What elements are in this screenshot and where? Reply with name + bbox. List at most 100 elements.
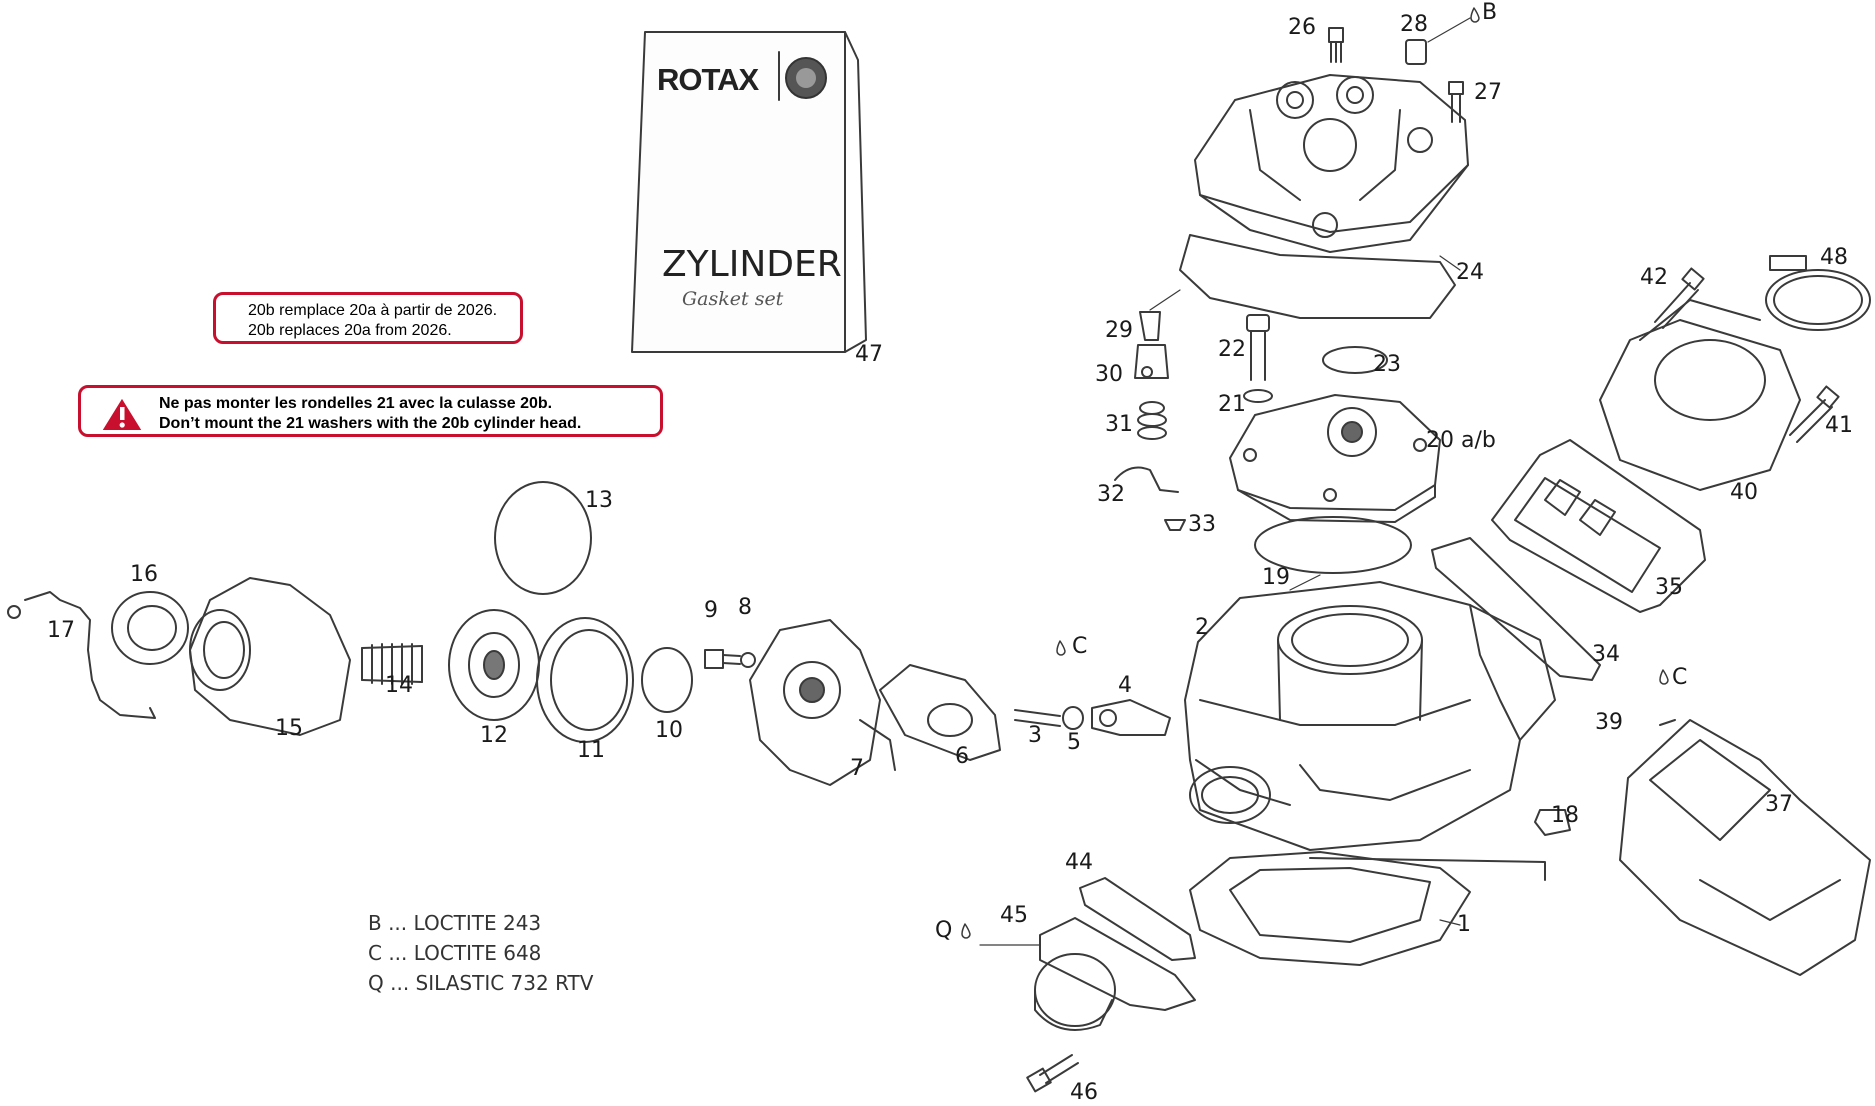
head-cover-o-ring-24	[1179, 234, 1456, 319]
base-gasket-inner	[1229, 867, 1431, 943]
part-label-7: 7	[850, 756, 864, 781]
part-label-13: 13	[585, 488, 613, 513]
part-label-37: 37	[1765, 792, 1793, 817]
part-label-5: 5	[1067, 730, 1081, 755]
gasket-44	[1079, 877, 1196, 961]
pin-9	[704, 649, 741, 669]
part-label-46: 46	[1070, 1080, 1098, 1105]
part-label-29: 29	[1105, 318, 1133, 343]
intake-manifold-40	[1599, 299, 1801, 491]
cover-15	[189, 577, 351, 736]
part-label-6: 6	[955, 744, 969, 769]
part-label-35: 35	[1655, 575, 1683, 600]
pump-cover-11	[536, 617, 634, 743]
part-label-27: 27	[1474, 80, 1502, 105]
intake-flange-45	[1034, 917, 1196, 1031]
part-label-21: 21	[1218, 392, 1246, 417]
part-label-10: 10	[655, 718, 683, 743]
leader-lines	[979, 17, 1471, 946]
pump-housing-7	[749, 619, 896, 786]
part-label-34: 34	[1592, 642, 1620, 667]
part-label-26: 26	[1288, 15, 1316, 40]
adhesive-mark-c-1: C	[1072, 634, 1088, 659]
part-label-15: 15	[275, 716, 303, 741]
part-label-44: 44	[1065, 850, 1093, 875]
spring-14	[361, 643, 423, 685]
part-label-8: 8	[738, 595, 752, 620]
warning-note: Ne pas monter les rondelles 21 avec la c…	[78, 385, 663, 437]
part-label-16: 16	[130, 562, 158, 587]
o-ring-10	[641, 647, 693, 713]
part-label-33: 33	[1188, 512, 1216, 537]
part-label-30: 30	[1095, 362, 1123, 387]
warning-note-line-2: Don’t mount the 21 washers with the 20b …	[159, 415, 582, 432]
part-label-4: 4	[1118, 673, 1132, 698]
part-label-3: 3	[1028, 723, 1042, 748]
reed-valve-37	[1619, 719, 1871, 976]
booklet-brand: ROTAX	[657, 62, 759, 97]
legend-item-c: C ... LOCTITE 648	[368, 941, 542, 965]
seal-16	[111, 591, 189, 665]
part-label-47: 47	[855, 342, 883, 367]
replacement-note: 20b remplace 20a à partir de 2026. 20b r…	[213, 292, 523, 344]
replacement-note-line-1: 20b remplace 20a à partir de 2026.	[248, 302, 498, 319]
washer-8	[740, 652, 756, 668]
reed-valve-35	[1491, 439, 1706, 613]
sensor-parts	[1114, 311, 1186, 531]
adhesive-legend: B ... LOCTITE 243 C ... LOCTITE 648 Q ..…	[368, 908, 593, 998]
shaft-3	[1014, 709, 1061, 727]
screw-46	[1026, 1054, 1079, 1093]
part-label-24: 24	[1456, 260, 1484, 285]
part-label-12: 12	[480, 723, 508, 748]
lever-4	[1091, 699, 1171, 736]
part-label-19: 19	[1262, 565, 1290, 590]
adhesive-mark-b: B	[1482, 0, 1498, 25]
screw-22	[1246, 314, 1270, 381]
cylinder	[1184, 581, 1556, 851]
o-ring-23	[1322, 346, 1388, 374]
screws-41-42	[1654, 267, 1840, 443]
part-label-2: 2	[1195, 615, 1209, 640]
part-label-31: 31	[1105, 412, 1133, 437]
part-label-9: 9	[704, 598, 718, 623]
nut-18	[1534, 809, 1571, 836]
gasket-set-booklet	[631, 31, 867, 353]
washer-21	[1243, 389, 1273, 403]
part-label-39: 39	[1595, 710, 1623, 735]
o-ring-13	[494, 481, 592, 595]
legend-item-b: B ... LOCTITE 243	[368, 911, 542, 935]
wire-clip-17	[7, 591, 156, 719]
part-label-17: 17	[47, 618, 75, 643]
part-label-45: 45	[1000, 903, 1028, 928]
adhesive-drop-marks	[961, 7, 1669, 939]
part-label-40: 40	[1730, 480, 1758, 505]
part-label-22: 22	[1218, 337, 1246, 362]
cylinder-head	[1229, 394, 1441, 523]
adhesive-mark-c-2: C	[1672, 665, 1688, 690]
part-label-48: 48	[1820, 245, 1848, 270]
washer-5	[1062, 706, 1084, 730]
cylinder-head-cover	[1194, 74, 1469, 253]
gasket-6	[879, 664, 1001, 761]
part-label-41: 41	[1825, 413, 1853, 438]
part-label-23: 23	[1373, 352, 1401, 377]
part-label-28: 28	[1400, 12, 1428, 37]
washer-39	[1659, 719, 1676, 726]
warning-note-line-1: Ne pas monter les rondelles 21 avec la c…	[159, 395, 553, 412]
adhesive-mark-q: Q	[935, 918, 953, 943]
part-label-1: 1	[1457, 912, 1471, 937]
part-label-18: 18	[1551, 803, 1579, 828]
legend-item-q: Q ... SILASTIC 732 RTV	[368, 971, 594, 995]
booklet-subtitle: Gasket set	[682, 288, 784, 310]
replacement-note-line-2: 20b replaces 20a from 2026.	[248, 322, 452, 339]
gasket-34	[1431, 537, 1601, 681]
warning-icon	[100, 396, 144, 432]
base-gasket	[1189, 851, 1471, 966]
o-ring-19	[1254, 516, 1412, 574]
part-label-42: 42	[1640, 265, 1668, 290]
part-label-14: 14	[385, 673, 413, 698]
part-label-32: 32	[1097, 482, 1125, 507]
impeller-12	[448, 609, 540, 721]
